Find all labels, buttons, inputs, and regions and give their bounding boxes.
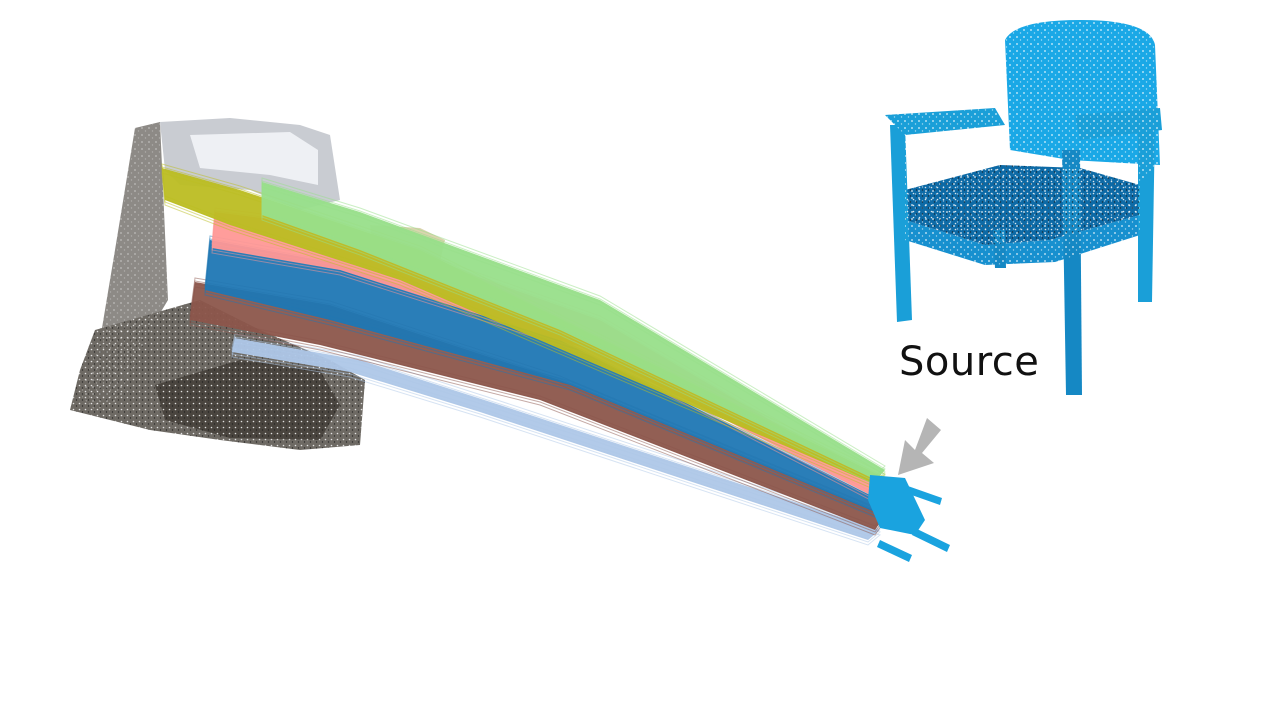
band-brown xyxy=(190,282,885,530)
scene-back-wall-highlight xyxy=(190,132,318,185)
source-chair-pointcloud xyxy=(885,20,1162,395)
small-chair-leg-bottom xyxy=(912,528,950,552)
small-chair-body xyxy=(868,475,925,535)
chair-seat-texture xyxy=(905,165,1140,245)
transformed-source-chair xyxy=(868,475,950,562)
band-streak-light-blue xyxy=(231,333,882,537)
scene-wall-texture xyxy=(80,122,168,410)
band-green xyxy=(262,182,885,480)
arrow-down-left-icon xyxy=(898,418,941,475)
correspondence-bands xyxy=(161,163,891,546)
source-label: Source xyxy=(899,339,1040,385)
small-chair-foot xyxy=(877,540,912,562)
small-chair-leg-top xyxy=(903,485,942,505)
band-olive xyxy=(162,168,885,486)
band-streak-light-blue xyxy=(231,342,882,546)
scene-table-texture xyxy=(155,360,340,440)
band-streak-light-blue xyxy=(231,339,882,543)
band-streak-light-blue xyxy=(231,336,882,540)
